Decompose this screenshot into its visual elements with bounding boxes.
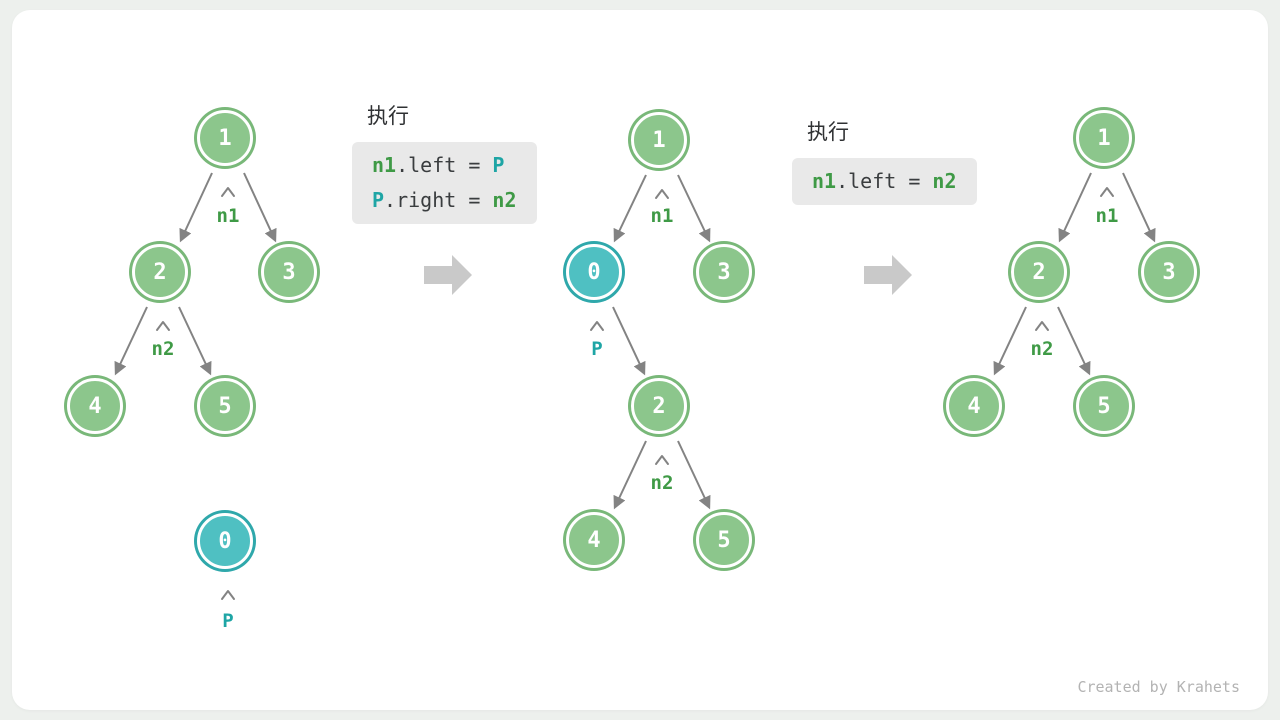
code-token: .left = (836, 169, 933, 193)
chevron-up-icon (655, 189, 669, 199)
tree2-node-2: 2 (631, 378, 687, 434)
tree3-pointer-n1: n1 (1095, 205, 1119, 227)
tree2-pointer-n2: n2 (650, 472, 674, 494)
code-line-2: P.right = n2 (372, 183, 517, 218)
node-value: 4 (967, 393, 981, 419)
code-token: n1 (812, 169, 837, 193)
chevron-up-icon (590, 321, 604, 331)
tree3-node-5: 5 (1076, 378, 1132, 434)
node-value: 0 (587, 259, 601, 285)
tree2-node-3: 3 (696, 244, 752, 300)
node-value: 3 (717, 259, 731, 285)
tree1-node-5: 5 (197, 378, 253, 434)
watermark-credit: Created by Krahets (1077, 678, 1240, 696)
right-block-arrow-icon (864, 255, 912, 295)
tree1-node-1: 1 (197, 110, 253, 166)
tree1-node-0: 0 (197, 513, 253, 569)
tree2-pointer-p: P (591, 338, 603, 360)
code-token: P (492, 153, 505, 177)
node-value: 4 (587, 527, 601, 553)
chevron-up-icon (221, 187, 235, 197)
tree3-pointer-n2: n2 (1030, 338, 1054, 360)
node-value: 1 (1097, 125, 1111, 151)
tree2-node-1: 1 (631, 112, 687, 168)
right-block-arrow-icon (424, 255, 472, 295)
chevron-up-icon (156, 321, 170, 331)
node-value: 2 (153, 259, 167, 285)
code-line-1: n1.left = P (372, 148, 517, 183)
node-value: 1 (652, 127, 666, 153)
code-token: .right = (384, 188, 493, 212)
node-value: 3 (282, 259, 296, 285)
tree1-pointer-n2: n2 (151, 338, 175, 360)
code-token: .left = (396, 153, 493, 177)
tree1-node-4: 4 (67, 378, 123, 434)
tree2-node-4: 4 (566, 512, 622, 568)
code-block-2: n1.left = n2 (792, 158, 977, 205)
code-block-1: n1.left = P P.right = n2 (352, 142, 537, 224)
tree2-pointer-n1: n1 (650, 205, 674, 227)
chevron-up-icon (221, 590, 235, 600)
node-value: 3 (1162, 259, 1176, 285)
node-value: 5 (1097, 393, 1111, 419)
code-line-1: n1.left = n2 (812, 164, 957, 199)
code-token: n2 (932, 169, 957, 193)
node-value: 5 (218, 393, 232, 419)
code-token: n1 (372, 153, 397, 177)
tree3-node-1: 1 (1076, 110, 1132, 166)
chevron-up-icon (655, 455, 669, 465)
tree2-node-5: 5 (696, 512, 752, 568)
node-value: 5 (717, 527, 731, 553)
tree1-node-3: 3 (261, 244, 317, 300)
exec-title-1: 执行 (367, 105, 409, 128)
node-value: 1 (218, 125, 232, 151)
chevron-up-icon (1100, 187, 1114, 197)
tree1-pointer-n1: n1 (216, 205, 240, 227)
node-value: 4 (88, 393, 102, 419)
tree3-node-4: 4 (946, 378, 1002, 434)
tree1-node-2: 2 (132, 244, 188, 300)
tree1-pointer-p: P (222, 610, 234, 632)
code-token: n2 (492, 188, 517, 212)
tree3-node-3: 3 (1141, 244, 1197, 300)
exec-title-2: 执行 (807, 121, 849, 144)
chevron-up-icon (1035, 321, 1049, 331)
tree2-node-0: 0 (566, 244, 622, 300)
node-value: 2 (652, 393, 666, 419)
node-value: 2 (1032, 259, 1046, 285)
code-token: P (372, 188, 385, 212)
tree3-node-2: 2 (1011, 244, 1067, 300)
node-value: 0 (218, 528, 232, 554)
